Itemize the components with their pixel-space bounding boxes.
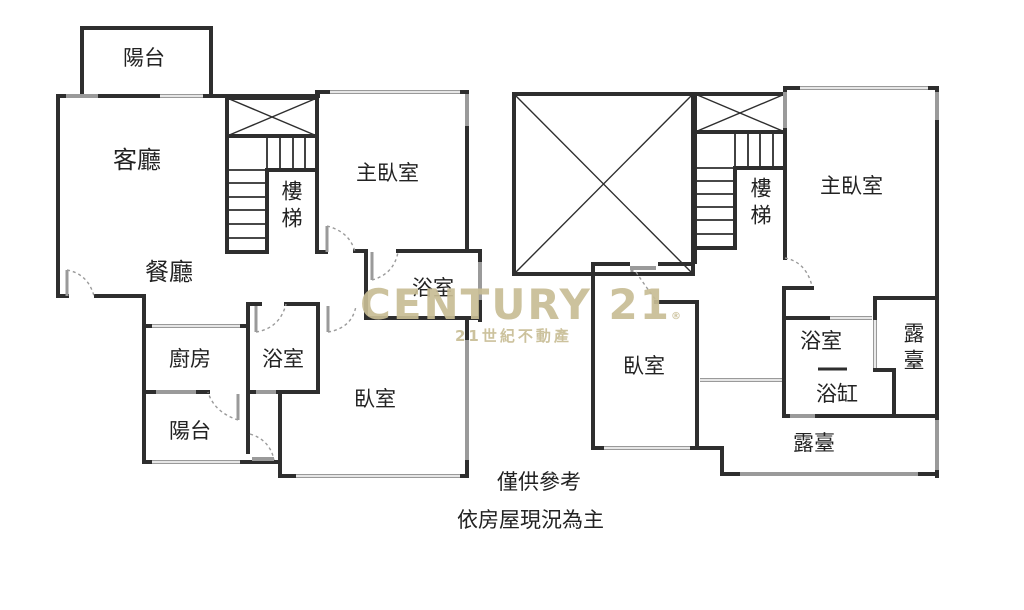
- room-label-terrace-small: 露臺: [901, 322, 925, 376]
- right-floor-doors: [630, 257, 813, 301]
- room-label-dining-room: 餐廳: [145, 258, 193, 286]
- left-floor-doors: [65, 225, 399, 461]
- room-label-bathtub: 浴缸: [816, 382, 858, 406]
- room-label-kitchen: 廚房: [169, 347, 211, 371]
- room-label-bathroom-right: 浴室: [800, 329, 842, 353]
- room-label-bedroom-left: 臥室: [354, 387, 396, 411]
- room-label-master-bedroom-right: 主臥室: [820, 174, 883, 198]
- room-label-terrace-large: 露臺: [793, 431, 835, 455]
- room-label-master-bedroom-left: 主臥室: [356, 161, 419, 185]
- room-label-balcony-top: 陽台: [123, 46, 165, 70]
- room-label-stairs-left: 樓梯: [279, 180, 303, 234]
- century21-watermark-subtitle: 21世紀不動產: [455, 327, 572, 345]
- room-label-bedroom-right: 臥室: [623, 354, 665, 378]
- left-floor-walls: [56, 26, 482, 478]
- room-label-living-room: 客廳: [113, 146, 161, 174]
- room-label-stairs-right: 樓梯: [748, 177, 772, 231]
- watermark-brand: CENTURY 21: [360, 280, 671, 329]
- registered-mark-icon: ®: [670, 311, 683, 322]
- right-floor-walls: [512, 86, 939, 478]
- century21-watermark: CENTURY 21®: [360, 280, 683, 329]
- room-label-balcony-bottom: 陽台: [169, 419, 211, 443]
- room-label-master-bathroom-left: 浴室: [412, 276, 454, 300]
- disclaimer-line-1: 僅供參考: [497, 470, 581, 494]
- disclaimer-line-2: 依房屋現況為主: [457, 508, 604, 532]
- room-label-bathroom-left: 浴室: [262, 347, 304, 371]
